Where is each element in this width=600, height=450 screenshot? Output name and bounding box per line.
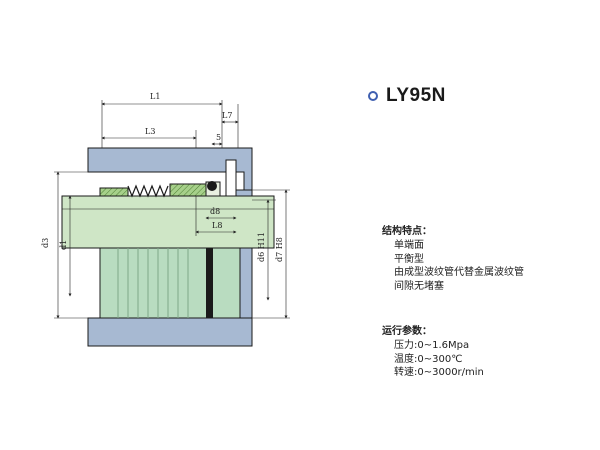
dim-label-5: 5 <box>216 133 221 142</box>
seal-head-left-hatched <box>99 187 129 197</box>
seal-head-right-hatched <box>169 183 207 197</box>
dim-label-L1: L1 <box>150 92 160 101</box>
dim-label-L8: L8 <box>212 221 222 230</box>
sleeve-lower <box>99 247 241 319</box>
parameter-item: 温度:0~300℃ <box>394 353 463 365</box>
housing-bottom <box>87 317 253 347</box>
sleeve-stripes <box>117 248 189 318</box>
black-seal-ring <box>206 248 213 318</box>
dim-label-d8: d8 <box>210 207 220 216</box>
parameters-heading: 运行参数： <box>382 326 432 337</box>
dim-label-d1: d1 <box>59 240 68 250</box>
feature-item: 间隙无堵塞 <box>394 280 444 292</box>
bellows <box>127 184 169 198</box>
features-section: 结构特点： 单端面 平衡型 由成型波纹管代替金属波纹管 间隙无堵塞 <box>382 222 524 293</box>
parameter-item: 压力:0~1.6Mpa <box>394 340 470 351</box>
model-heading: LY95N <box>368 85 446 107</box>
shaft <box>61 195 275 249</box>
parameters-section: 运行参数： 压力:0~1.6Mpa 温度:0~300℃ 转速:0~3000r/m… <box>382 322 484 380</box>
dim-label-d6: d6 H11 <box>257 232 266 262</box>
model-title: LY95N <box>386 85 446 106</box>
gland-ring <box>225 159 237 201</box>
dim-label-d7: d7 H8 <box>275 237 284 262</box>
dim-label-L3: L3 <box>145 127 155 136</box>
dim-label-L7: L7 <box>222 111 232 120</box>
dim-label-d3: d3 <box>41 238 50 248</box>
bullet-icon <box>368 91 378 101</box>
feature-item: 由成型波纹管代替金属波纹管 <box>394 267 524 278</box>
feature-item: 单端面 <box>394 240 424 251</box>
parameter-item: 转速:0~3000r/min <box>394 367 484 378</box>
feature-item: 平衡型 <box>394 253 424 265</box>
o-ring <box>207 181 217 191</box>
features-heading: 结构特点： <box>382 226 432 237</box>
